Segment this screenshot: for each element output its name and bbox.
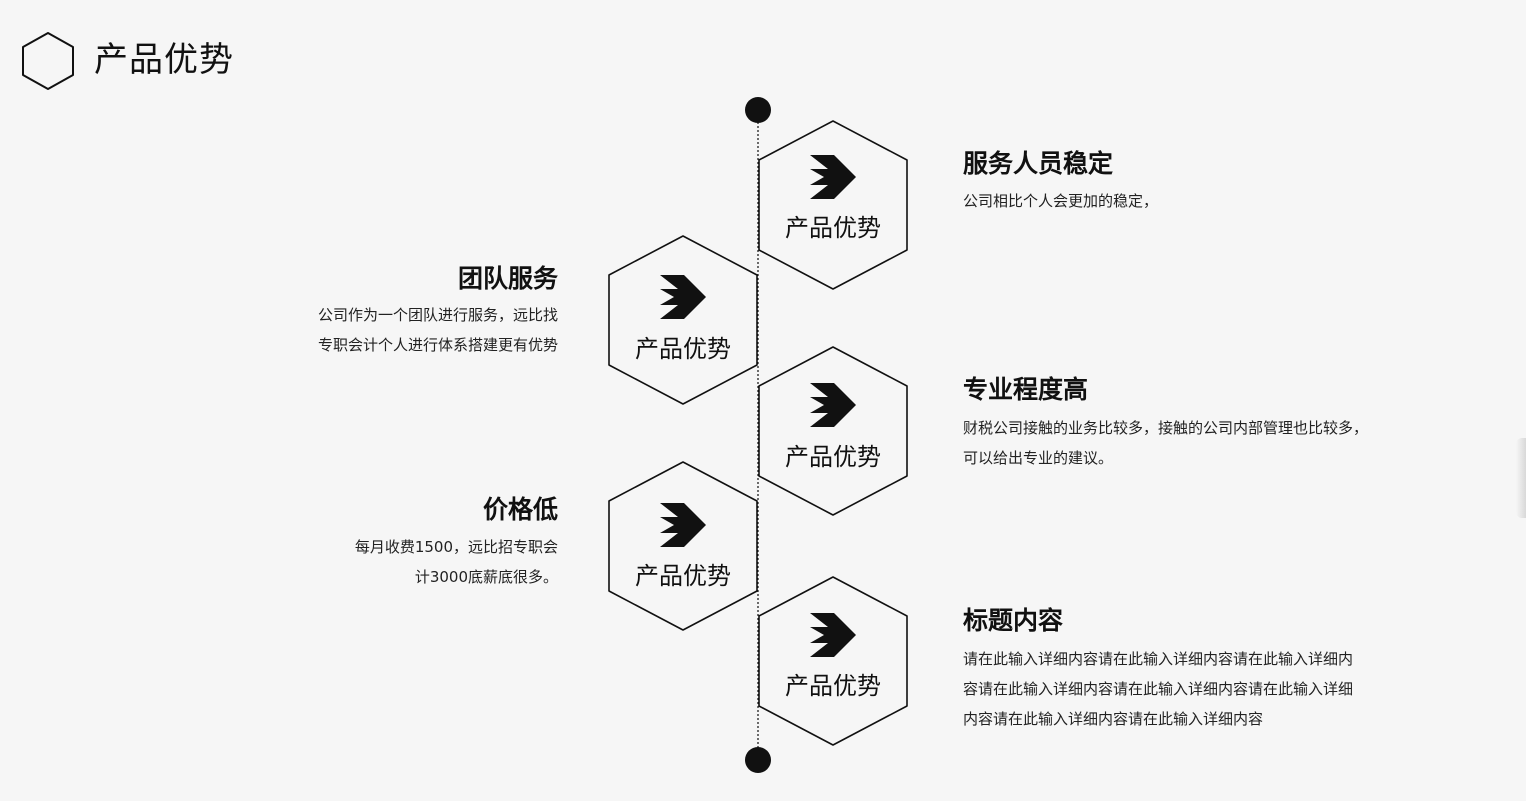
- timeline-end-dot: [745, 747, 771, 773]
- arrow-icon: [660, 503, 706, 547]
- hexagon-node-5: 产品优势: [758, 576, 908, 746]
- hexagon-node-4: 产品优势: [608, 461, 758, 631]
- item-description: 请在此输入详细内容请在此输入详细内容请在此输入详细内 容请在此输入详细内容请在此…: [963, 644, 1443, 734]
- item-title: 标题内容: [963, 606, 1064, 635]
- item-description: 公司作为一个团队进行服务，远比找 专职会计个人进行体系搭建更有优势: [258, 300, 558, 360]
- hexagon-node-2: 产品优势: [608, 235, 758, 405]
- item-title: 服务人员稳定: [963, 149, 1114, 178]
- hexagon-label: 产品优势: [785, 214, 881, 242]
- item-description-line: 每月收费1500，远比招专职会: [354, 538, 558, 556]
- hexagon-label: 产品优势: [635, 562, 731, 590]
- hexagon-icon: [22, 32, 74, 90]
- item-description-line: 专职会计个人进行体系搭建更有优势: [317, 336, 558, 354]
- item-description-line: 计3000底薪底很多。: [414, 568, 558, 586]
- hexagon-node-1: 产品优势: [758, 120, 908, 290]
- item-description-line: 财税公司接触的业务比较多，接触的公司内部管理也比较多，: [963, 419, 1369, 437]
- hexagon-label: 产品优势: [785, 672, 881, 700]
- side-scroll-tab[interactable]: [1516, 438, 1526, 518]
- item-title: 专业程度高: [963, 375, 1089, 404]
- hexagon-label: 产品优势: [785, 443, 881, 471]
- item-description: 每月收费1500，远比招专职会 计3000底薪底很多。: [258, 532, 558, 592]
- hexagon-label: 产品优势: [635, 335, 731, 363]
- item-description-line: 可以给出专业的建议。: [963, 449, 1114, 467]
- item-title: 价格低: [482, 495, 558, 524]
- item-description-line: 内容请在此输入详细内容请在此输入详细内容: [963, 710, 1264, 728]
- arrow-icon: [810, 613, 856, 657]
- arrow-icon: [810, 383, 856, 427]
- timeline-start-dot: [745, 97, 771, 123]
- arrow-icon: [810, 155, 856, 199]
- item-title: 团队服务: [457, 264, 558, 293]
- page-title: 产品优势: [94, 40, 234, 80]
- item-description-line: 容请在此输入详细内容请在此输入详细内容请在此输入详细: [963, 680, 1354, 698]
- item-description: 公司相比个人会更加的稳定，: [963, 186, 1443, 216]
- item-description: 财税公司接触的业务比较多，接触的公司内部管理也比较多， 可以给出专业的建议。: [963, 413, 1443, 473]
- item-description-line: 请在此输入详细内容请在此输入详细内容请在此输入详细内: [963, 650, 1354, 668]
- item-description-line: 公司相比个人会更加的稳定，: [963, 192, 1159, 210]
- hexagon-node-3: 产品优势: [758, 346, 908, 516]
- item-description-line: 公司作为一个团队进行服务，远比找: [317, 306, 558, 324]
- arrow-icon: [660, 275, 706, 319]
